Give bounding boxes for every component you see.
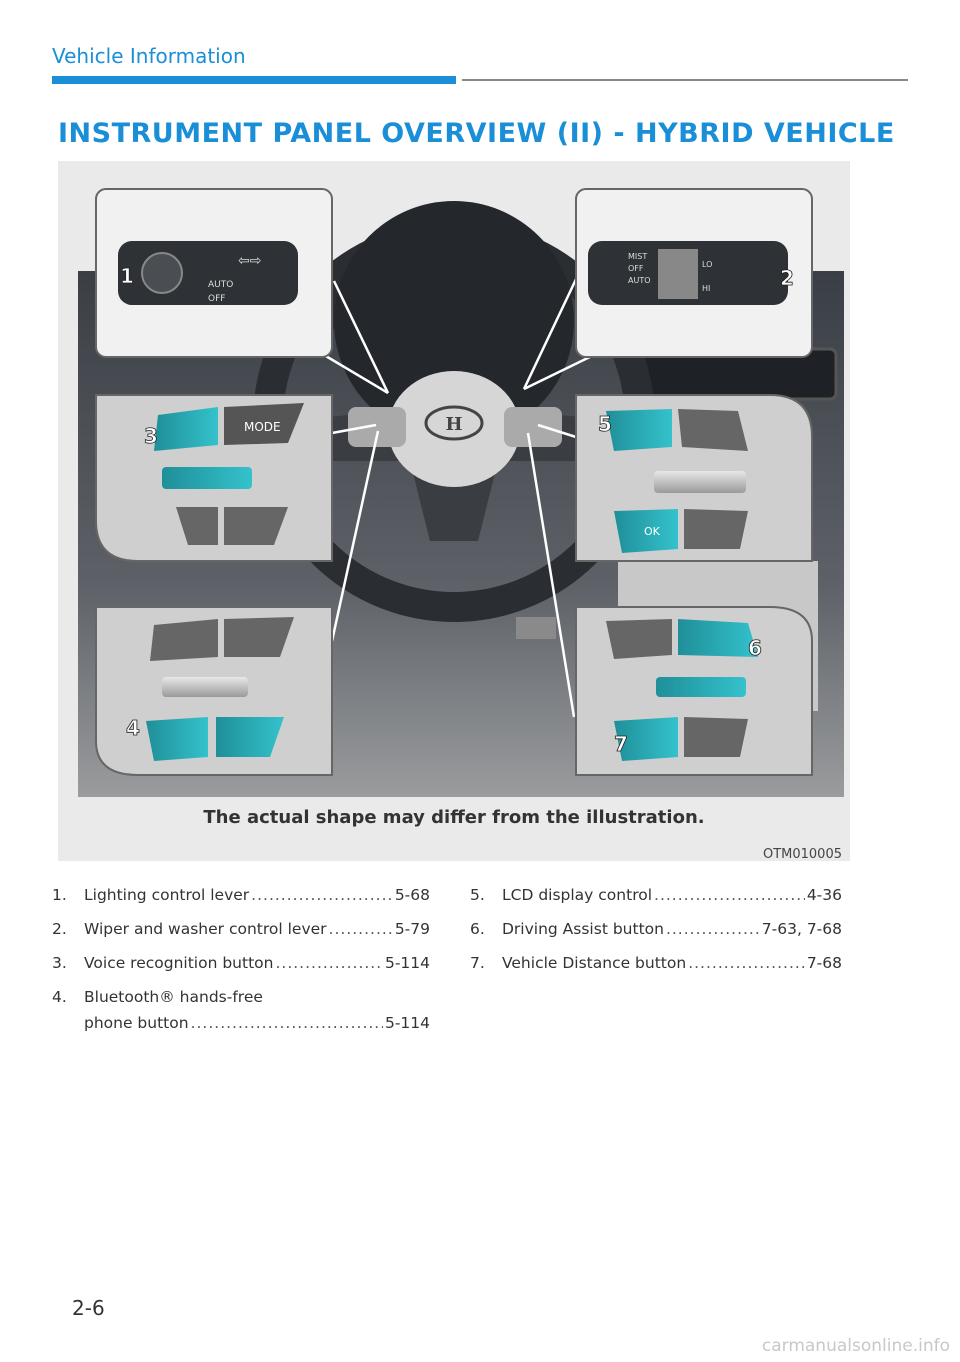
item-page: 7-68 xyxy=(806,954,842,972)
steering-hub xyxy=(388,371,520,487)
list-item: 7. Vehicle Distance button7-68 xyxy=(470,953,842,987)
panel-lighting-lever: AUTO OFF ⇦⇨ xyxy=(95,188,333,358)
list-item: 5. LCD display control4-36 xyxy=(470,885,842,919)
svg-text:OK: OK xyxy=(644,525,661,538)
callout-1: 1 xyxy=(120,264,134,288)
callout-pointer-lines xyxy=(313,274,599,718)
instrument-cluster xyxy=(334,201,574,441)
watermark: carmanualsonline.info xyxy=(761,1336,950,1356)
page-heading: INSTRUMENT PANEL OVERVIEW (II) - HYBRID … xyxy=(58,118,895,149)
item-label: Lighting control lever xyxy=(84,886,250,904)
panel-wiper-lever: MIST OFF AUTO LO HI xyxy=(575,188,813,358)
list-item: 4. Bluetooth® hands-free phone button5-1… xyxy=(52,987,430,1047)
item-label: Vehicle Distance button xyxy=(502,954,687,972)
legend-list-left: 1. Lighting control lever5-68 2. Wiper a… xyxy=(52,885,430,1047)
hyundai-logo-ring xyxy=(424,405,484,441)
hyundai-logo-letter: H xyxy=(445,414,462,435)
panel-voice-mode: MODE xyxy=(95,394,333,562)
item-label: Wiper and washer control lever xyxy=(84,920,327,938)
item-page: 5-114 xyxy=(384,954,430,972)
wheel-right-button-cluster xyxy=(504,407,562,447)
illustration-svg: H AUTO OFF ⇦⇨ 1 xyxy=(78,188,844,797)
item-label-line1: Bluetooth® hands-free xyxy=(84,988,263,1006)
item-label: phone button xyxy=(84,1014,189,1032)
svg-text:OFF: OFF xyxy=(208,294,225,304)
svg-text:MODE: MODE xyxy=(244,420,281,434)
legend-list-right: 5. LCD display control4-36 6. Driving As… xyxy=(470,885,842,987)
item-page: 7-63, 7-68 xyxy=(761,920,842,938)
svg-text:⇦⇨: ⇦⇨ xyxy=(238,253,261,269)
list-item: 3. Voice recognition button5-114 xyxy=(52,953,430,987)
pedal xyxy=(516,617,556,639)
header-rule-gray xyxy=(462,79,908,81)
callout-3: 3 xyxy=(144,424,158,448)
item-label: LCD display control xyxy=(502,886,653,904)
list-item: 1. Lighting control lever5-68 xyxy=(52,885,430,919)
svg-text:LO: LO xyxy=(702,260,712,269)
header-rule-blue xyxy=(52,76,456,84)
callout-6: 6 xyxy=(748,636,762,660)
svg-text:AUTO: AUTO xyxy=(208,280,233,290)
svg-text:MIST: MIST xyxy=(628,252,647,261)
figure-code: OTM010005 xyxy=(762,847,842,862)
list-item: 2. Wiper and washer control lever5-79 xyxy=(52,919,430,953)
callout-4: 4 xyxy=(126,716,140,740)
list-item: 6. Driving Assist button7-63, 7-68 xyxy=(470,919,842,953)
svg-text:OFF: OFF xyxy=(628,264,644,273)
panel-driving-assist xyxy=(575,606,813,776)
item-page: 5-114 xyxy=(384,1014,430,1032)
svg-text:HI: HI xyxy=(702,284,710,293)
callout-2: 2 xyxy=(780,266,794,290)
section-title: Vehicle Information xyxy=(52,44,246,68)
item-label: Voice recognition button xyxy=(84,954,274,972)
item-page: 5-79 xyxy=(394,920,430,938)
panel-lcd-control: OK xyxy=(575,394,813,562)
item-page: 5-68 xyxy=(394,886,430,904)
item-label: Driving Assist button xyxy=(502,920,664,938)
wheel-left-button-cluster xyxy=(348,407,406,447)
page-number: 2-6 xyxy=(72,1296,105,1320)
callout-7: 7 xyxy=(614,732,628,756)
item-page: 4-36 xyxy=(806,886,842,904)
panel-phone-buttons xyxy=(95,606,333,776)
callout-5: 5 xyxy=(598,412,612,436)
svg-text:AUTO: AUTO xyxy=(628,276,651,285)
figure-caption: The actual shape may differ from the ill… xyxy=(203,807,705,828)
instrument-panel-illustration: H AUTO OFF ⇦⇨ 1 xyxy=(58,161,850,862)
